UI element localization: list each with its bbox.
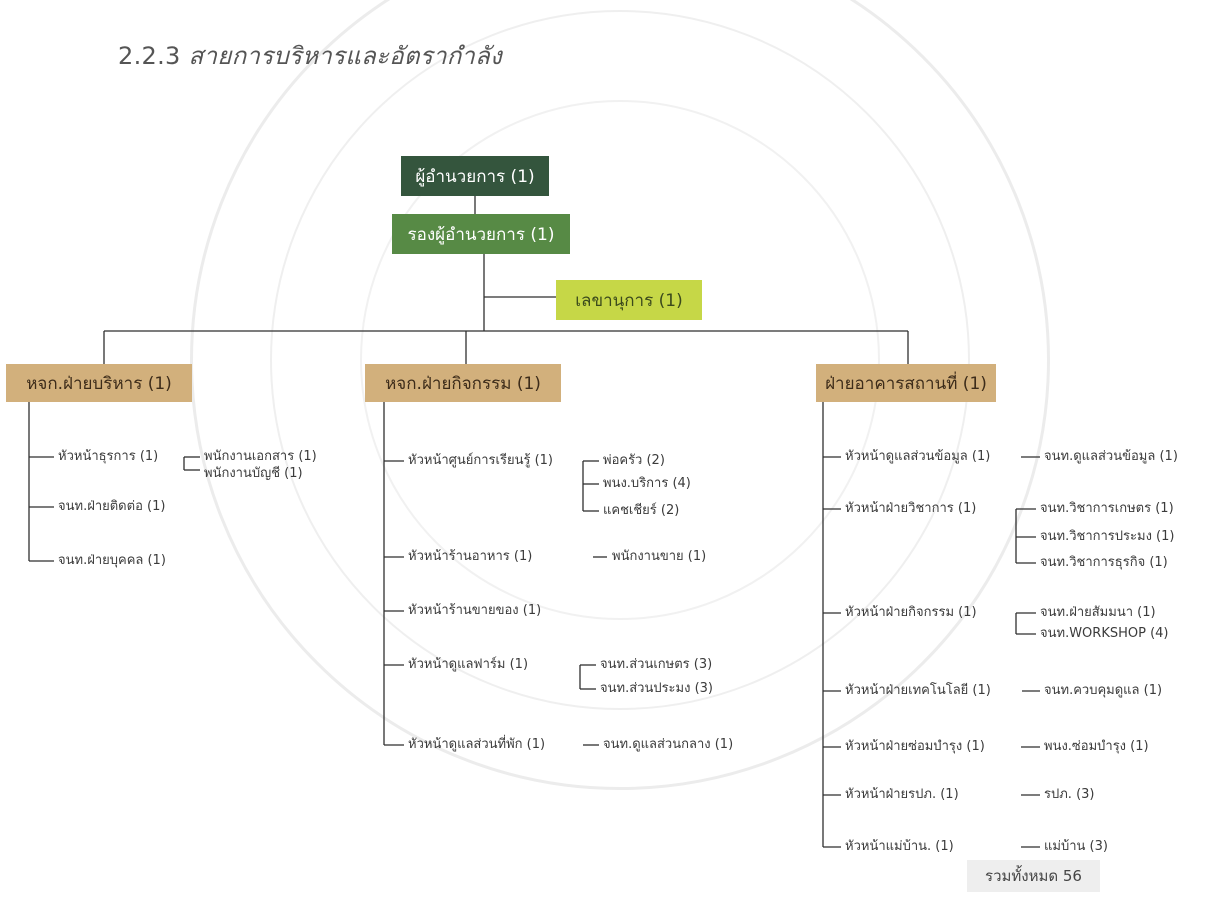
admin-document-staff: พนักงานเอกสาร (1) [204, 449, 317, 464]
admin-account-staff: พนักงานบัญชี (1) [204, 466, 303, 481]
building-security-head: หัวหน้าฝ่ายรปภ. (1) [845, 787, 959, 802]
building-maids: แม่บ้าน (3) [1044, 839, 1108, 854]
building-guards: รปภ. (3) [1044, 787, 1095, 802]
activity-cashier: แคชเชียร์ (2) [603, 503, 680, 518]
activity-central-staff: จนท.ดูแลส่วนกลาง (1) [603, 737, 734, 752]
building-acad-fish: จนท.วิชาการประมง (1) [1040, 529, 1175, 544]
activity-learning-center: หัวหน้าศูนย์การเรียนรู้ (1) [408, 453, 553, 468]
director-box: ผู้อำนวยการ (1) [401, 156, 549, 196]
building-acad-biz: จนท.วิชาการธุรกิจ (1) [1040, 555, 1168, 570]
building-data-staff: จนท.ดูแลส่วนข้อมูล (1) [1044, 449, 1178, 464]
building-data-head: หัวหน้าดูแลส่วนข้อมูล (1) [845, 449, 991, 464]
section-heading: 2.2.3 สายการบริหารและอัตรากำลัง [118, 36, 502, 75]
building-control-staff: จนท.ควบคุมดูแล (1) [1044, 683, 1163, 698]
activity-shop: หัวหน้าร้านขายของ (1) [408, 603, 542, 618]
building-tech-head: หัวหน้าฝ่ายเทคโนโลยี (1) [845, 683, 991, 698]
admin-dept-box: หจก.ฝ่ายบริหาร (1) [6, 364, 192, 402]
activity-cook: พ่อครัว (2) [603, 453, 665, 468]
section-title: สายการบริหารและอัตรากำลัง [188, 42, 503, 70]
activity-agri-staff: จนท.ส่วนเกษตร (3) [600, 657, 713, 672]
activity-dept-box: หจก.ฝ่ายกิจกรรม (1) [365, 364, 561, 402]
building-housekeeping-head: หัวหน้าแม่บ้าน. (1) [845, 839, 954, 854]
building-acad-agri: จนท.วิชาการเกษตร (1) [1040, 501, 1174, 516]
admin-liaison: จนท.ฝ่ายติดต่อ (1) [58, 499, 166, 514]
building-maint-head: หัวหน้าฝ่ายซ่อมบำรุง (1) [845, 739, 985, 754]
activity-lodging: หัวหน้าดูแลส่วนที่พัก (1) [408, 737, 546, 752]
section-number: 2.2.3 [118, 42, 181, 70]
building-maint-staff: พนง.ซ่อมบำรุง (1) [1044, 739, 1149, 754]
admin-general-affairs: หัวหน้าธุรการ (1) [58, 449, 159, 464]
building-seminar: จนท.ฝ่ายสัมมนา (1) [1040, 605, 1156, 620]
activity-restaurant: หัวหน้าร้านอาหาร (1) [408, 549, 533, 564]
deputy-director-box: รองผู้อำนวยการ (1) [392, 214, 570, 254]
activity-sales-staff: พนักงานขาย (1) [612, 549, 707, 564]
activity-farm: หัวหน้าดูแลฟาร์ม (1) [408, 657, 529, 672]
building-dept-box: ฝ่ายอาคารสถานที่ (1) [816, 364, 996, 402]
activity-fishery-staff: จนท.ส่วนประมง (3) [600, 681, 714, 696]
secretary-box: เลขานุการ (1) [556, 280, 702, 320]
activity-service-staff: พนง.บริการ (4) [603, 476, 691, 491]
admin-personnel: จนท.ฝ่ายบุคคล (1) [58, 553, 166, 568]
building-activities-head: หัวหน้าฝ่ายกิจกรรม (1) [845, 605, 977, 620]
building-academic-head: หัวหน้าฝ่ายวิชาการ (1) [845, 501, 977, 516]
total-staff-count: รวมทั้งหมด 56 [967, 860, 1100, 892]
building-workshop: จนท.WORKSHOP (4) [1040, 626, 1169, 641]
